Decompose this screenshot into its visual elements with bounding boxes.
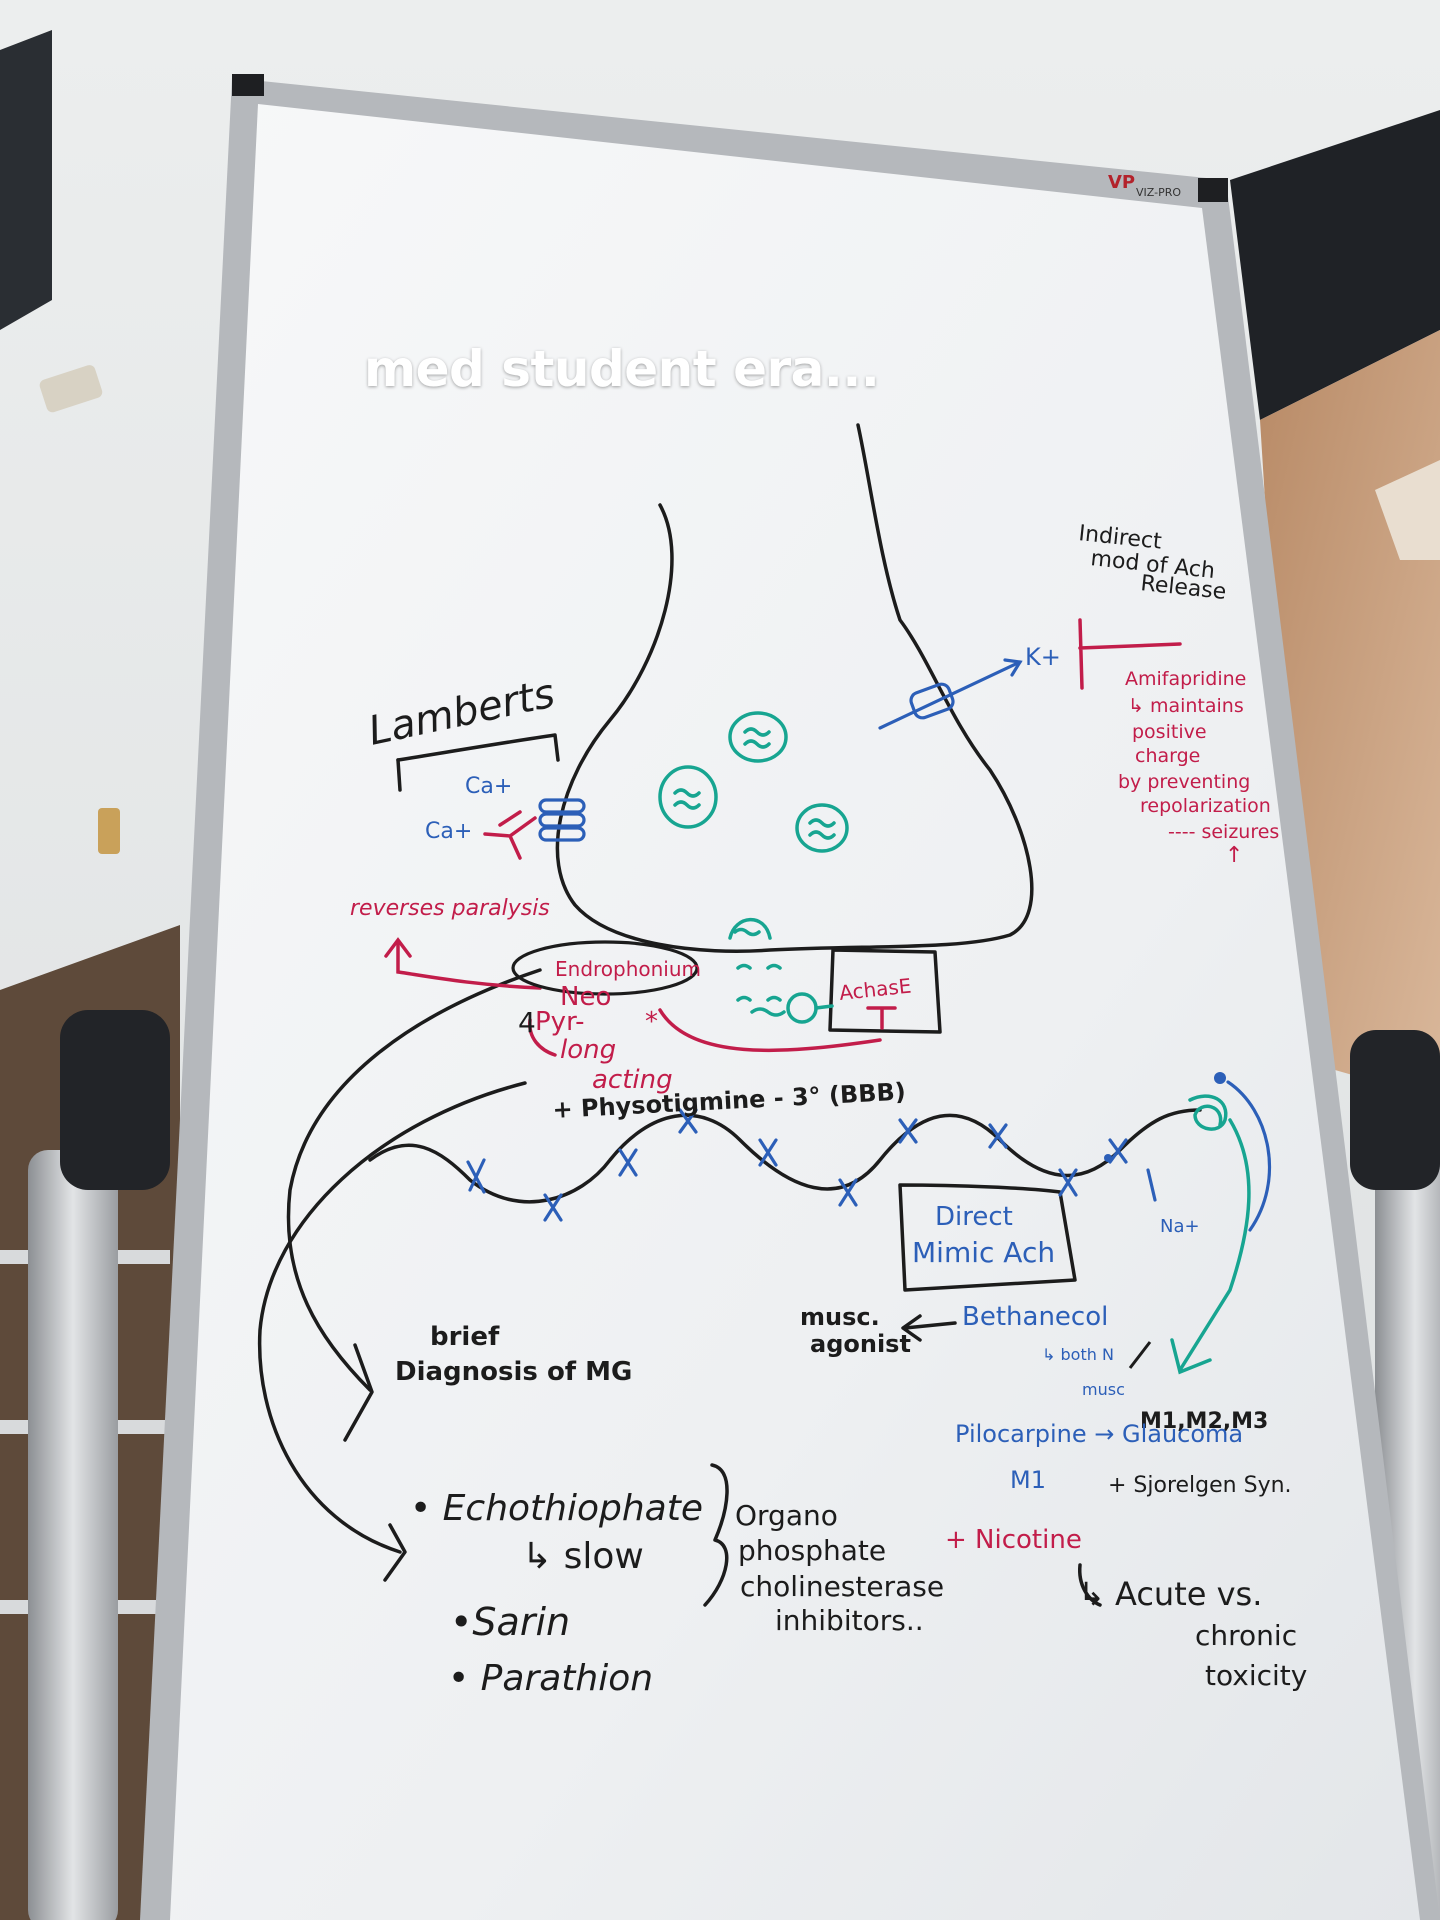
note-brief: brief	[430, 1322, 500, 1352]
svg-text:4: 4	[518, 1006, 536, 1039]
brand-logo: VP	[1108, 172, 1135, 193]
wall-switch	[98, 808, 120, 854]
note-amifa-3: positive	[1132, 721, 1207, 743]
note-diagnosis-mg: Diagnosis of MG	[395, 1357, 632, 1387]
vesicle	[728, 711, 788, 763]
note-amifa-5: by preventing	[1118, 771, 1250, 793]
note-nicotine: + Nicotine	[945, 1525, 1082, 1555]
note-direct-1: Direct	[935, 1202, 1013, 1232]
note-organo-2: phosphate	[738, 1534, 886, 1567]
note-echothiophate: • Echothiophate	[410, 1488, 703, 1529]
note-amifa-1: Amifapridine	[1125, 668, 1246, 690]
note-sarin: •Sarin	[450, 1600, 570, 1644]
brand-name: VIZ-PRO	[1136, 186, 1181, 199]
note-organo-3: cholinesterase	[740, 1570, 944, 1603]
ceiling-light	[1375, 460, 1440, 560]
achase-box	[828, 948, 942, 1034]
note-musc: musc	[1082, 1380, 1125, 1399]
note-slow: ↳ slow	[522, 1536, 644, 1577]
note-acting: acting	[592, 1065, 673, 1095]
stand-pole-left	[28, 1150, 118, 1920]
note-ca-2: Ca+	[425, 819, 472, 844]
svg-text:*: *	[645, 1007, 658, 1037]
note-acute-3: toxicity	[1205, 1659, 1307, 1692]
arrow-to-diagnosis	[286, 968, 542, 1392]
note-pyr: Pyr-	[535, 1007, 584, 1037]
note-endrophonium: Endrophonium	[555, 957, 701, 981]
note-amifa-6: repolarization	[1140, 795, 1271, 817]
note-acute-1: ↳ Acute vs.	[1078, 1575, 1262, 1613]
note-m123: M1,M2,M3	[1140, 1409, 1268, 1434]
dark-window	[0, 30, 52, 330]
note-parathion: • Parathion	[448, 1658, 653, 1699]
note-amifa-4: charge	[1135, 745, 1200, 767]
note-reverses-paralysis: reverses paralysis	[350, 896, 550, 921]
caption-overlay: med student era...	[364, 340, 880, 398]
arrow-to-organophosphates	[257, 1081, 527, 1554]
endrophonium-oval	[511, 940, 699, 996]
note-both-n: ↳ both N	[1042, 1345, 1114, 1364]
note-musc-agonist-2: agonist	[810, 1330, 911, 1358]
wall-outlet	[39, 365, 103, 413]
vesicle	[795, 803, 849, 853]
note-sjogren: + Sjorelgen Syn.	[1108, 1473, 1292, 1498]
note-na-ion: Na+	[1160, 1216, 1200, 1237]
note-musc-agonist-1: musc.	[800, 1303, 880, 1331]
board-surface	[170, 104, 1420, 1920]
note-acute-2: chronic	[1195, 1619, 1297, 1652]
note-amifa-8: ↑	[1225, 843, 1243, 868]
note-organo-1: Organo	[735, 1499, 838, 1532]
direct-box	[898, 1183, 1077, 1292]
note-k-ion: K+	[1025, 643, 1061, 671]
note-neo: Neo	[560, 982, 611, 1012]
note-m1: M1	[1010, 1466, 1046, 1494]
note-ca-1: Ca+	[465, 774, 512, 799]
note-organo-4: inhibitors..	[775, 1604, 924, 1637]
note-bethanecol: Bethanecol	[962, 1302, 1108, 1332]
note-amifa-2: ↳ maintains	[1128, 695, 1244, 717]
note-amifa-7: ---- seizures	[1168, 821, 1279, 843]
note-long: long	[560, 1035, 616, 1065]
note-direct-2: Mimic Ach	[912, 1236, 1055, 1269]
nerve-terminal	[555, 423, 1034, 953]
dark-corner	[1230, 110, 1440, 420]
note-pilocarpine: Pilocarpine → Glaucoma	[955, 1420, 1243, 1448]
vesicle	[658, 765, 718, 829]
muscle-membrane	[368, 1108, 1202, 1204]
